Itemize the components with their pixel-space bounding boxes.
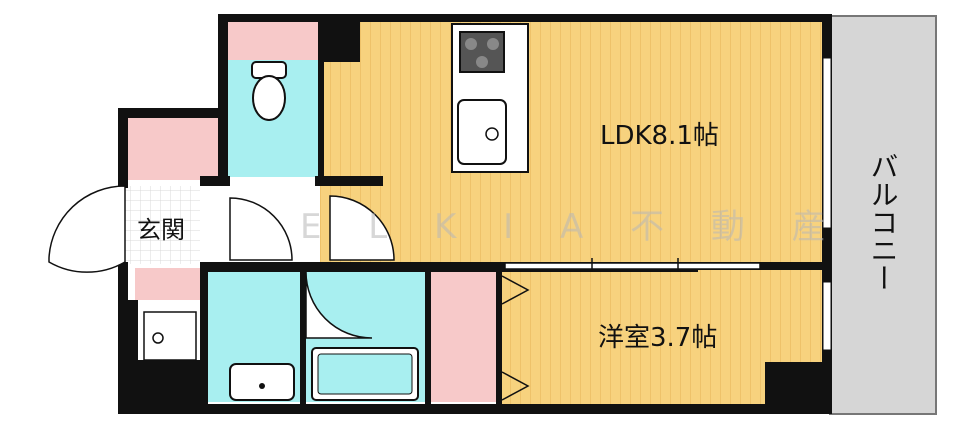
hall-door-icon	[229, 197, 293, 261]
toilet-icon	[251, 61, 287, 121]
western-room-label: 洋室3.7帖	[598, 323, 717, 353]
bath-door-icon	[305, 271, 373, 339]
ldk-floor	[320, 22, 825, 262]
closet-door-icon	[501, 275, 530, 401]
washing-machine-icon	[143, 311, 197, 361]
shoe-cabinet	[135, 268, 200, 300]
toilet-storage	[228, 22, 318, 60]
balcony-label: バルコニー	[867, 152, 900, 292]
balcony-area	[829, 15, 937, 415]
wash-basin-icon	[229, 363, 295, 401]
sink-icon	[457, 99, 507, 165]
balcony-windows	[822, 57, 832, 351]
watermark: E L K I A 不 動 産	[300, 207, 844, 247]
ldk-label: LDK8.1帖	[600, 121, 719, 151]
sliding-door	[504, 258, 761, 272]
closet-floor	[430, 272, 498, 402]
entrance-floor	[125, 186, 200, 264]
entrance-label: 玄関	[137, 216, 185, 244]
ldk-door-icon	[329, 195, 395, 261]
entrance-storage	[125, 118, 220, 180]
entrance-door-icon	[48, 185, 126, 273]
